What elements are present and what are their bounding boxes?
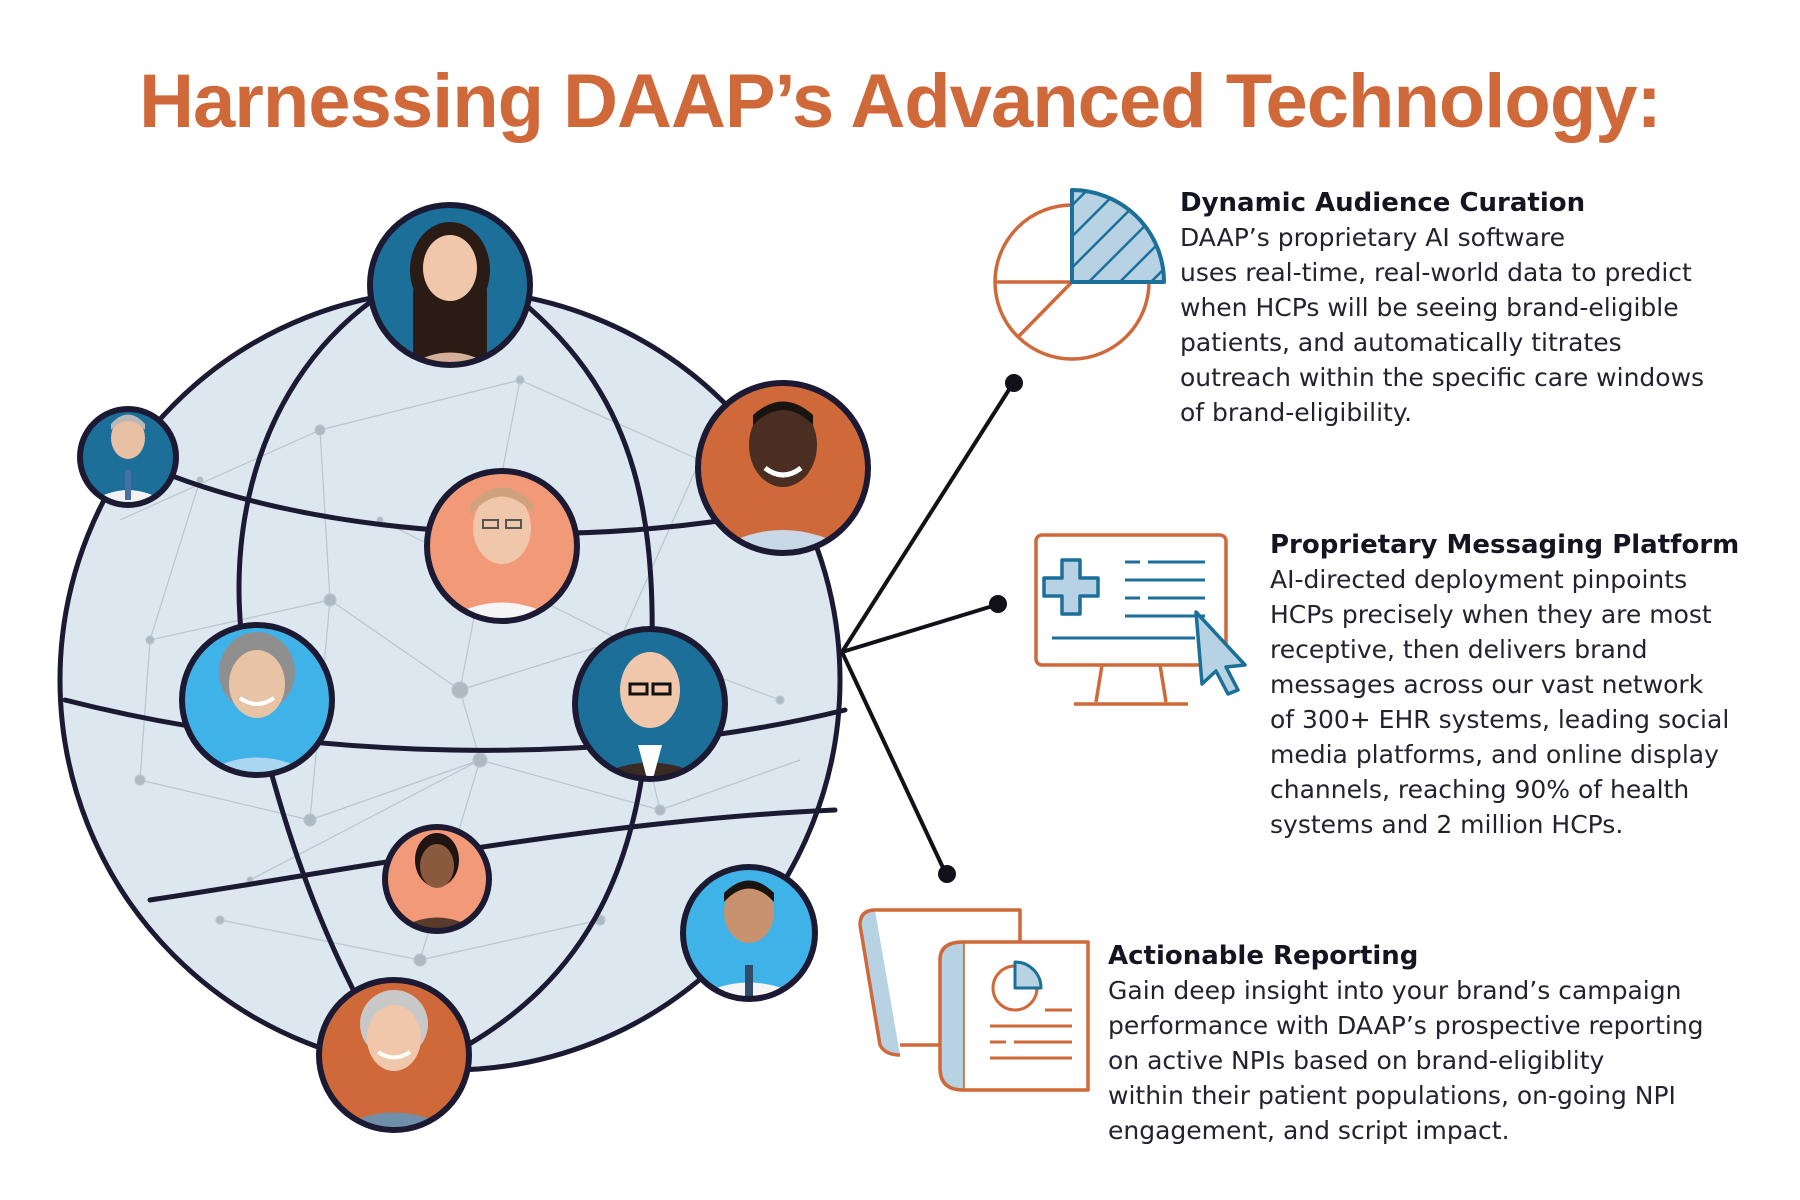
feature-actionable-reporting: Actionable Reporting Gain deep insight i… <box>1108 941 1748 1148</box>
monitor-medical-icon <box>1034 533 1247 706</box>
avatar-older-woman <box>179 622 335 778</box>
avatar-woman-long-hair <box>367 202 533 368</box>
report-scroll-icon <box>858 908 1090 1092</box>
page-title: Harnessing DAAP’s Advanced Technology: <box>139 59 1662 144</box>
avatar-young-woman <box>382 824 492 934</box>
feature-body: AI-directed deployment pinpoints HCPs pr… <box>1270 565 1730 839</box>
connector-dot <box>938 865 956 883</box>
avatar-female-nurse <box>424 468 580 624</box>
feature-heading: Dynamic Audience Curation <box>1180 188 1586 218</box>
feature-body: DAAP’s proprietary AI software uses real… <box>1180 223 1705 427</box>
feature-heading: Proprietary Messaging Platform <box>1270 530 1740 560</box>
avatar-older-male-doctor <box>77 406 179 508</box>
avatar-gray-haired-woman <box>316 977 472 1133</box>
pie-chart-icon <box>993 188 1166 361</box>
connector-lines <box>840 374 1023 883</box>
avatar-male-doctor <box>680 864 818 1002</box>
avatar-bald-man-glasses <box>572 626 728 782</box>
feature-dynamic-audience-curation: Dynamic Audience Curation DAAP’s proprie… <box>1180 188 1780 430</box>
connector-dot <box>1005 374 1023 392</box>
feature-heading: Actionable Reporting <box>1108 941 1419 971</box>
feature-proprietary-messaging-platform: Proprietary Messaging Platform AI-direct… <box>1270 530 1790 842</box>
people-avatars <box>77 202 871 1133</box>
connector-dot <box>989 595 1007 613</box>
feature-body: Gain deep insight into your brand’s camp… <box>1108 976 1704 1145</box>
